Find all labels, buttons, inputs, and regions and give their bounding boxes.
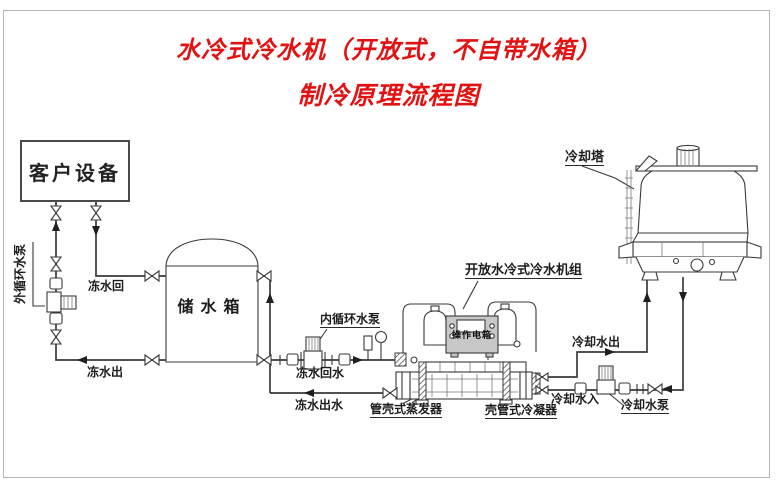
evaporator-label: 管壳式蒸发器 [370,402,443,419]
customer-device-box: 客户设备 [20,140,130,202]
valve-icon [647,382,663,396]
valve-icon [535,384,549,396]
arrow-up-icon [643,292,651,302]
page-title-line1: 水冷式冷水机（开放式，不自带水箱） [176,37,601,64]
storage-tank-label: 储水箱 [177,299,247,316]
arrow-down-icon [92,226,100,236]
cooling-out-label: 冷却水出 [572,335,621,349]
valve-icon [144,353,160,367]
arrow-right-icon [605,348,615,356]
control-box-label: 操作电箱 [451,330,492,340]
arrow-right-icon [353,356,363,364]
page-title-line2: 制冷原理流程图 [297,82,480,110]
condenser-label: 壳管式冷凝器 [485,403,558,420]
condenser-shell [425,361,527,374]
valve-icon [89,205,103,221]
arrow-up-icon [52,221,60,231]
valve-icon [535,371,549,383]
evaporator-shell [409,371,521,400]
valve-icon [49,256,63,272]
chilled-out-water-label: 冻水出水 [295,398,344,412]
valve-icon [49,205,63,221]
customer-device-label: 客户设备 [29,162,121,185]
storage-tank [165,238,259,363]
pipe-fittings [49,277,644,395]
internal-pump-label: 内循环水泵 [320,312,381,329]
chiller-unit [394,301,541,405]
cooling-pump-icon [596,365,616,395]
chilled-out-label: 冻水出 [87,365,124,379]
page-border-frame [3,10,770,478]
cooling-water-pipes [540,262,684,391]
compressor-icon [423,310,447,346]
valves [49,205,663,400]
chilled-return-label: 冻水回 [88,279,125,293]
flow-arrows [52,221,687,397]
arrow-left-icon [77,356,87,364]
arrow-left-icon [304,389,314,397]
valve-icon [144,269,160,283]
valve-icon [256,353,272,367]
valve-icon [382,386,398,400]
cooling-pump-label: 冷却水泵 [621,398,670,415]
external-pump-icon [46,291,77,313]
internal-pump-icon [300,336,326,370]
arrow-up-icon [266,293,274,303]
external-pump-label: 外循环水泵 [13,244,27,305]
chilled-water-pipes [55,200,400,394]
cooling-in-label: 冷却水入 [551,392,600,406]
cooling-tower-label: 冷却塔 [565,149,605,167]
valve-icon [256,269,272,283]
arrow-left-icon [662,385,672,393]
arrow-down-icon [679,292,687,302]
chilled-return-water-label: 冻水回水 [296,366,345,380]
instruments [363,330,388,360]
cooling-tower [618,144,762,281]
chiller-unit-label: 开放水冷式冷水机组 [465,262,583,280]
valve-icon [49,329,63,345]
